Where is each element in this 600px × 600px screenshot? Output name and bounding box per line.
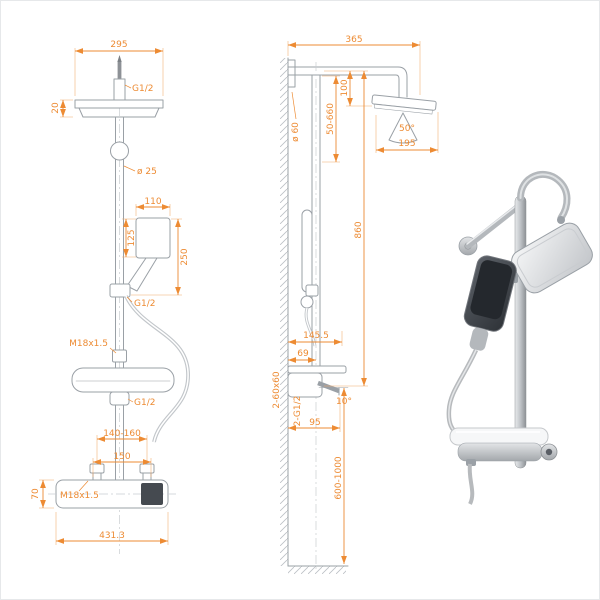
shower-hose-highlight: [125, 295, 189, 443]
render-hose-tail: [467, 463, 475, 505]
hand-shower-handle: [126, 257, 158, 292]
dim-hand-shower-drop: 250: [180, 248, 190, 265]
render-shelf: [449, 427, 549, 446]
wall-hatching: [280, 58, 288, 566]
front-product-outline: [48, 55, 190, 554]
dim-install-height-range: 600-1000: [334, 456, 344, 500]
dim-hand-shower-thread: G1/2: [134, 299, 155, 309]
overhead-shower-side: [371, 94, 437, 115]
side-dimensions: 365 100 50-660 50° 195 ø 60 860 145.5 69…: [272, 35, 439, 564]
dim-body-width: 431.3: [99, 531, 125, 541]
render-knob-center: [545, 448, 553, 456]
mixer-display-panel: [141, 483, 163, 505]
dim-flange-diameter: ø 60: [291, 122, 301, 142]
dim-hand-shower-width: 110: [144, 197, 161, 207]
dim-head-thickness: 20: [51, 102, 61, 114]
hand-shower-side: [301, 209, 313, 293]
render-hose: [446, 349, 479, 436]
dim-mounting-holes: 2-60x60: [272, 371, 282, 408]
dim-body-height: 70: [31, 488, 41, 500]
dim-head-height-range: 50-660: [326, 103, 336, 135]
arm-inner-line: [287, 74, 400, 98]
hand-shower-holder: [109, 283, 131, 298]
spout-outlet: [109, 391, 130, 406]
render-mixer-body: [457, 442, 543, 462]
side-view: 365 100 50-660 50° 195 ø 60 860 145.5 69…: [272, 35, 439, 574]
dim-top-thread: G1/2: [132, 84, 153, 94]
top-connector: [113, 78, 126, 101]
wall-flange: [287, 59, 296, 88]
render-head-plate: [511, 222, 593, 294]
dim-hand-shower-height: 125: [127, 229, 137, 246]
front-view: 295 G1/2 20 ø 25 110 125 250 G1/2 M18x1.…: [31, 40, 190, 554]
dim-riser-thread: M18x1.5: [69, 339, 108, 349]
render-hand-shower: [463, 255, 517, 351]
dim-pipe-offset: 69: [297, 349, 309, 359]
shelf-side: [287, 365, 347, 374]
overhead-shower-nozzles: [78, 107, 160, 118]
render-head-inner-edge: [516, 228, 588, 288]
top-pin: [117, 62, 122, 79]
dim-spray-angle: 50°: [399, 124, 415, 134]
render-hand-shower-handle: [469, 327, 489, 351]
render-hook-arm-highlight: [519, 173, 568, 219]
spray-cone: [388, 112, 418, 144]
dim-arm-reach: 365: [345, 35, 362, 45]
product-render: [446, 170, 593, 505]
left-eccentric-union: [89, 463, 105, 474]
dim-hand-shower-reach: 145.5: [303, 331, 329, 341]
arm-outer-line: [287, 66, 408, 98]
render-column: [514, 195, 527, 469]
overhead-shower-slab: [74, 99, 164, 109]
riser-pipe: [115, 116, 124, 481]
front-dimensions: 295 G1/2 20 ø 25 110 125 250 G1/2 M18x1.…: [31, 40, 190, 545]
render-supply-pipe: [465, 202, 523, 249]
dim-spout-thread: G1/2: [134, 398, 155, 408]
render-head-joint: [557, 216, 565, 224]
dim-inlet-threads: 2-G1/2: [293, 396, 303, 427]
dim-riser-height: 860: [354, 221, 364, 238]
spout-side: [317, 380, 340, 394]
top-pin-tip: [117, 55, 122, 62]
overhead-shower-side-nozzles: [374, 103, 433, 115]
dim-inlet-spacing: 150: [113, 452, 130, 462]
dim-inlet-thread: M18x1.5: [60, 491, 99, 501]
dim-inlet-adjust-range: 140-160: [103, 429, 141, 439]
shelf: [71, 367, 175, 393]
dim-spout-reach: 95: [309, 418, 320, 428]
floor-hatching: [288, 566, 346, 574]
dim-head-width: 295: [110, 40, 127, 50]
dim-head-depth: 195: [398, 139, 415, 149]
side-product-outline: [280, 57, 437, 574]
hand-shower-face: [135, 217, 171, 259]
mixer-body-side: [287, 372, 323, 398]
dim-head-drop: 100: [340, 79, 350, 96]
holder-side: [305, 284, 319, 297]
render-overhead-shower: [511, 222, 593, 294]
render-supply-pipe-highlight: [466, 202, 520, 245]
dim-pipe-diameter: ø 25: [137, 167, 157, 177]
render-hand-shower-face: [470, 260, 513, 320]
right-eccentric-union: [139, 463, 155, 474]
overhead-shower-side-slab: [371, 94, 437, 111]
swivel-joint: [110, 141, 129, 161]
hose-nut-side: [300, 295, 314, 309]
